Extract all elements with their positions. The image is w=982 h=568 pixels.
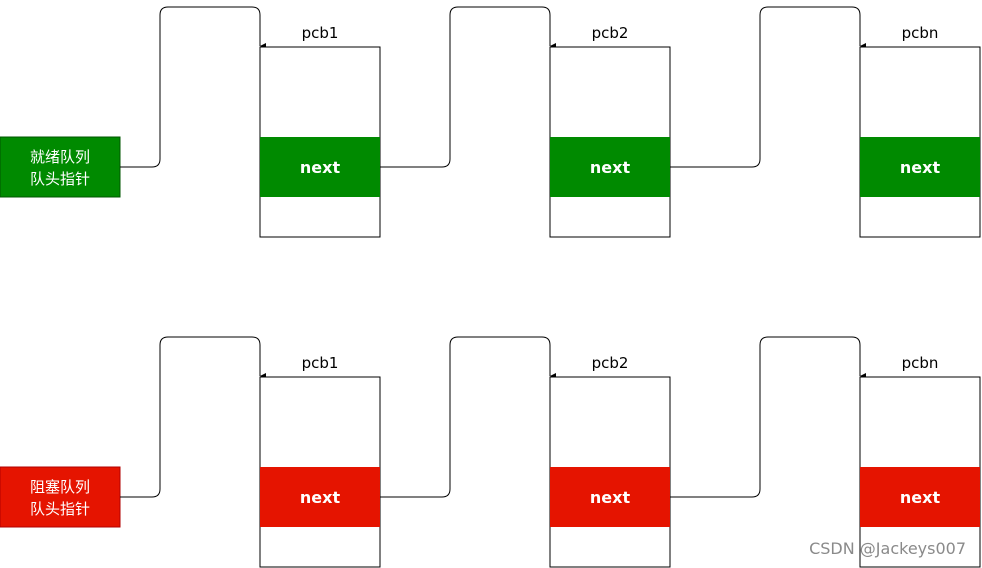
pointer-arrow: [380, 6, 556, 168]
pointer-arrow: [120, 6, 266, 168]
pcb-node: pcbn next: [859, 24, 981, 238]
head-label-line-1: 就绪队列: [30, 148, 90, 166]
pcb-label: pcbn: [902, 354, 939, 372]
pcb-node: pcb2 next: [549, 24, 671, 238]
head-label-line-2: 队头指针: [30, 170, 90, 188]
next-field-label: next: [900, 158, 941, 177]
pcb-node: pcb1 next: [259, 354, 381, 568]
next-field: [260, 137, 380, 197]
pcb-label: pcb1: [302, 24, 339, 42]
pcb-label: pcbn: [902, 24, 939, 42]
next-field-label: next: [590, 488, 631, 507]
blocked-queue-head-pointer: 阻塞队列 队头指针: [0, 466, 121, 528]
pointer-arrow: [670, 336, 866, 498]
next-field-label: next: [590, 158, 631, 177]
pcb-node: pcb2 next: [549, 354, 671, 568]
head-label-line-2: 队头指针: [30, 500, 90, 518]
next-field: [260, 467, 380, 527]
pcb-label: pcb1: [302, 354, 339, 372]
next-field: [550, 137, 670, 197]
pointer-arrow: [380, 336, 556, 498]
pcb-label: pcb2: [592, 354, 629, 372]
next-field-label: next: [300, 158, 341, 177]
watermark: CSDN @Jackeys007: [809, 539, 966, 558]
ready-queue-head-pointer: 就绪队列 队头指针: [0, 136, 121, 198]
next-field: [860, 467, 980, 527]
pcb-node: pcbn next: [859, 354, 981, 568]
pointer-arrow: [670, 6, 866, 168]
pointer-arrow: [120, 336, 266, 498]
next-field-label: next: [300, 488, 341, 507]
pcb-label: pcb2: [592, 24, 629, 42]
next-field-label: next: [900, 488, 941, 507]
next-field: [860, 137, 980, 197]
head-label-line-1: 阻塞队列: [30, 478, 90, 496]
ready-queue: 就绪队列 队头指针 pcb1 next pcb2 next pcbn next: [0, 6, 981, 238]
head-pointer-box: [0, 136, 121, 198]
next-field: [550, 467, 670, 527]
head-pointer-box: [0, 466, 121, 528]
blocked-queue: 阻塞队列 队头指针 pcb1 next pcb2 next pcbn next: [0, 336, 981, 568]
pcb-node: pcb1 next: [259, 24, 381, 238]
